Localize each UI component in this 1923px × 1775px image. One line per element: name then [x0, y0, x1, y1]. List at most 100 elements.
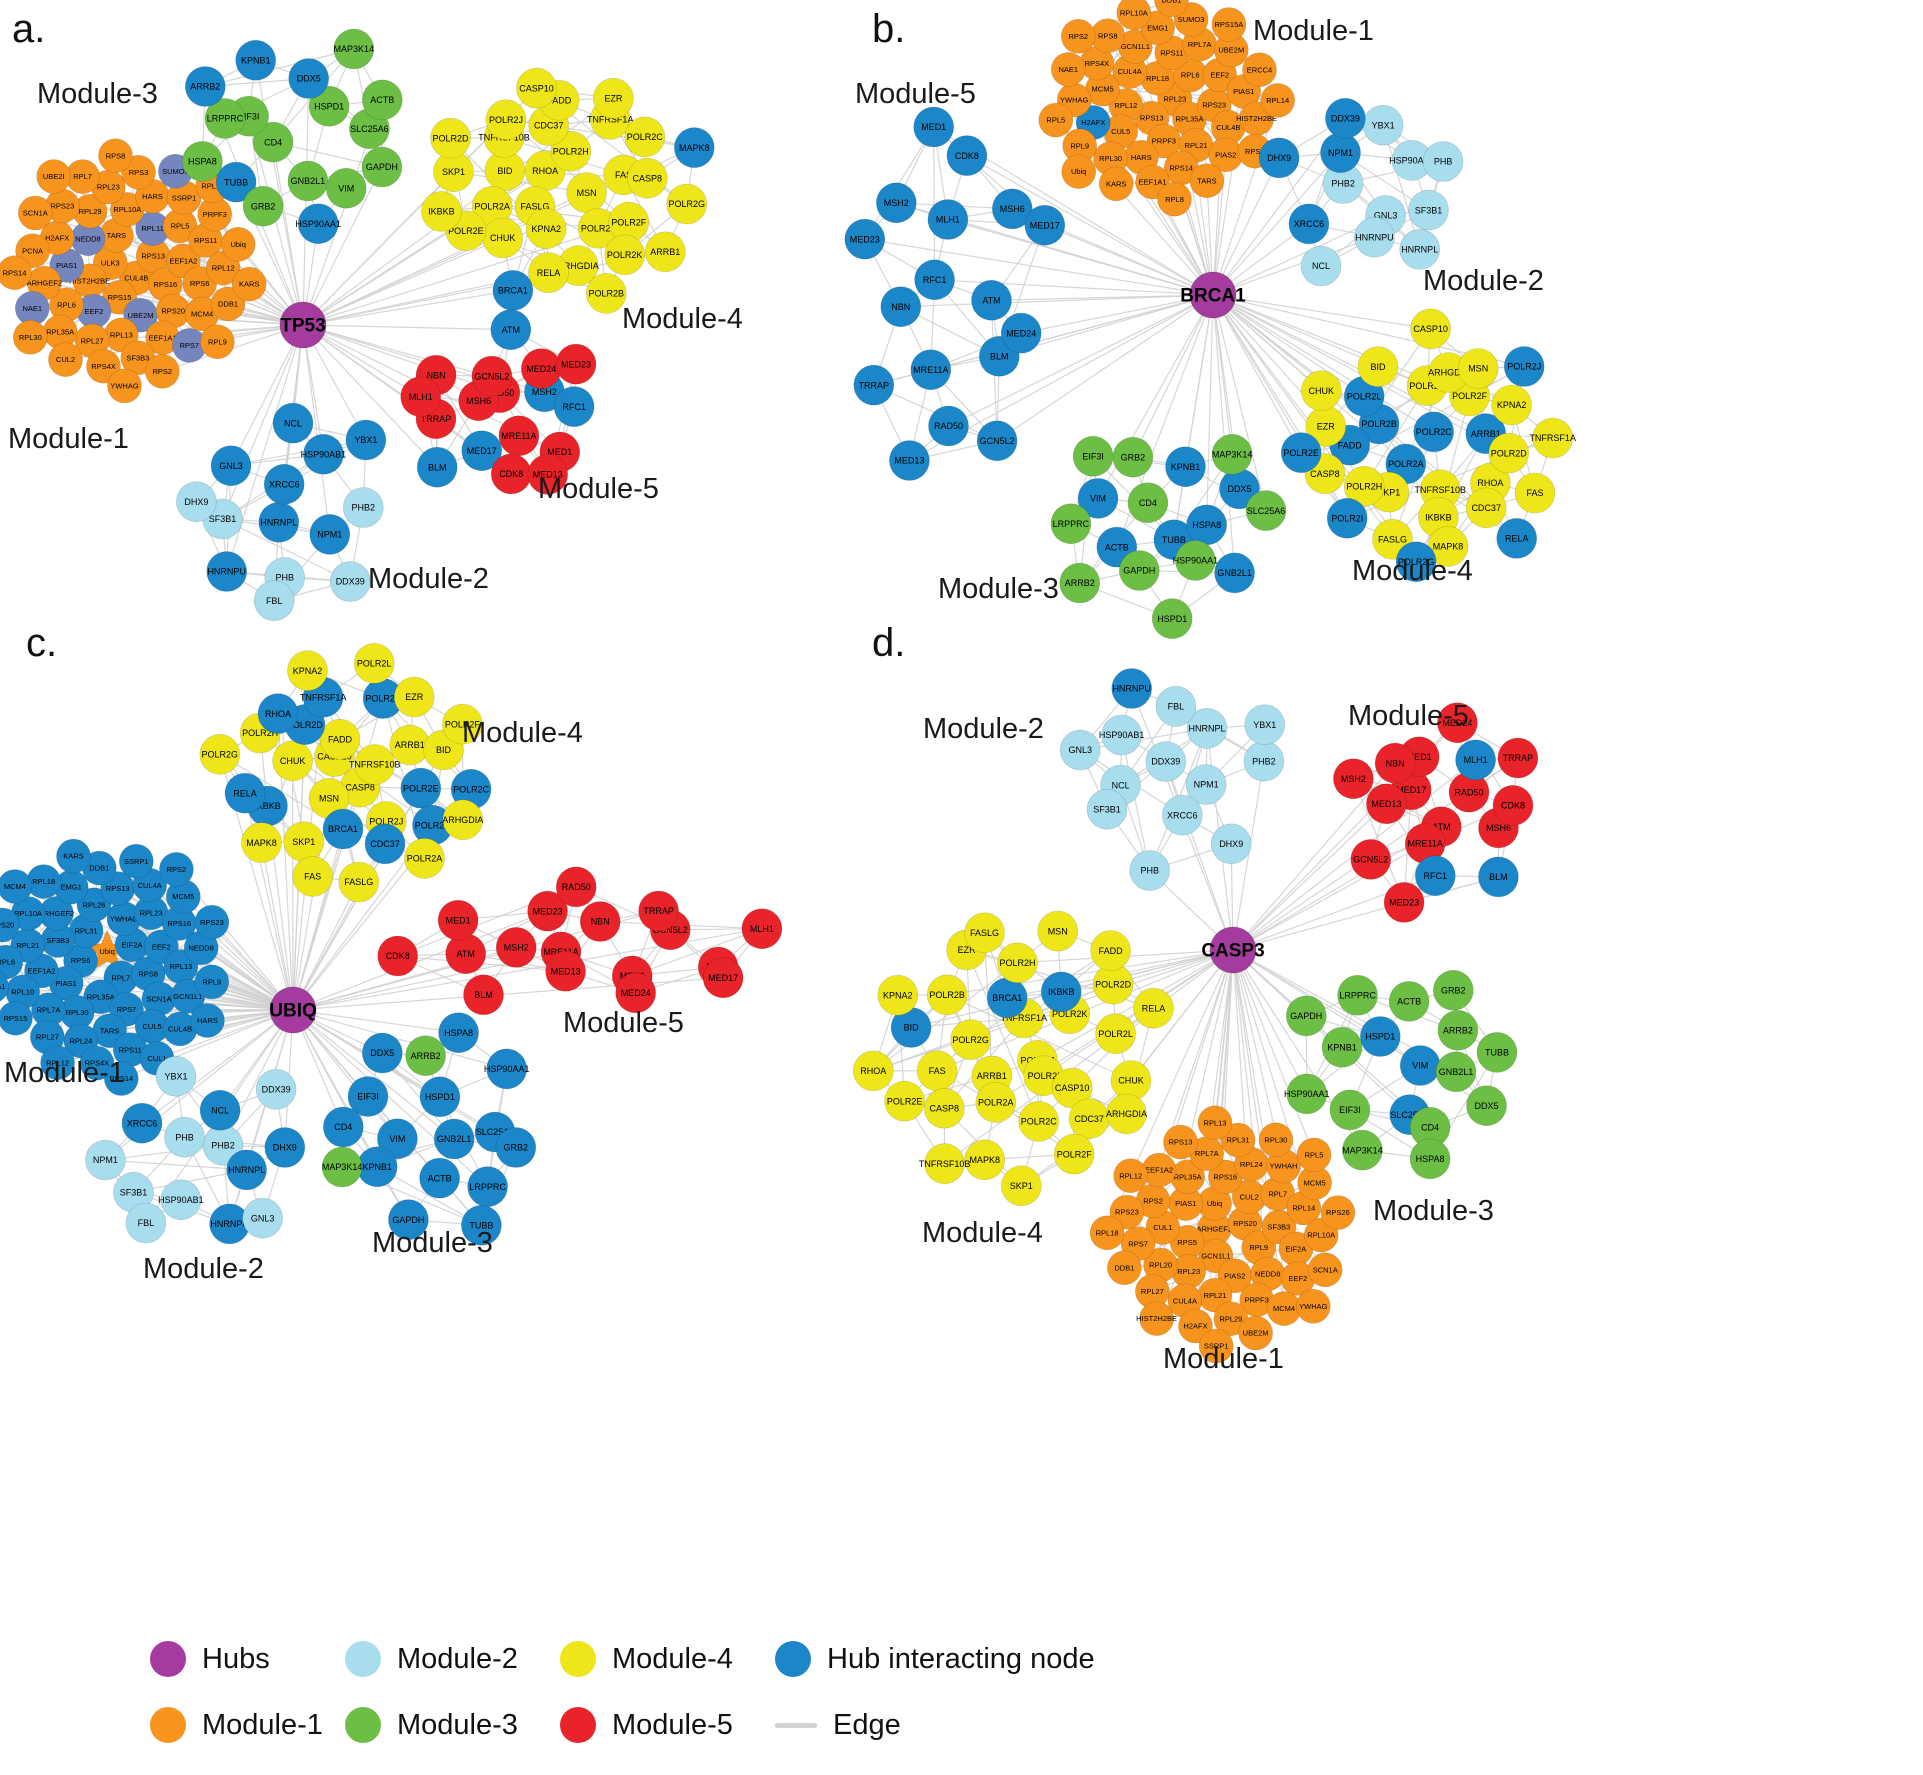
node-RHOA[interactable] [852, 1050, 894, 1092]
node-GCN5L2[interactable] [471, 355, 513, 397]
node-MAP3K14[interactable] [1211, 433, 1253, 475]
node-PHB[interactable] [1422, 141, 1464, 182]
node-RELA[interactable] [1133, 987, 1174, 1029]
node-DDX39[interactable] [1325, 98, 1366, 139]
node-CDC37[interactable] [1465, 487, 1507, 529]
node-CDK8[interactable] [490, 453, 532, 495]
node-POLR2E[interactable] [400, 767, 442, 809]
node-GNB2L1[interactable] [287, 160, 329, 202]
node-SKP1[interactable] [283, 821, 325, 863]
node-HSPA8[interactable] [1186, 504, 1227, 546]
node-HSPD1[interactable] [419, 1076, 461, 1118]
node-NBN[interactable] [880, 286, 922, 328]
node-RPL5[interactable] [1296, 1137, 1332, 1173]
hub-node-TP53[interactable] [279, 301, 327, 349]
node-KPNB1[interactable] [356, 1146, 398, 1188]
node-MED13[interactable] [527, 454, 569, 495]
node-NPM1[interactable] [1185, 764, 1227, 805]
node-KPNB1[interactable] [1165, 446, 1206, 488]
node-KPNA2[interactable] [1491, 384, 1532, 426]
node-HNRNPU[interactable] [206, 551, 247, 592]
node-HSP90AB1[interactable] [1101, 714, 1142, 756]
node-POLR2L[interactable] [1095, 1013, 1136, 1054]
node-MLH1[interactable] [1455, 739, 1496, 781]
node-BRCA1[interactable] [986, 977, 1028, 1019]
node-NPM1[interactable] [1320, 132, 1361, 173]
node-LRPPRC[interactable] [204, 98, 246, 139]
node-DDB1[interactable] [1107, 1250, 1142, 1285]
node-LRPPRC[interactable] [467, 1166, 508, 1207]
node-YBX1[interactable] [345, 419, 387, 461]
node-POLR2F[interactable] [1053, 1133, 1095, 1175]
node-IKBKB[interactable] [1040, 971, 1082, 1013]
node-KARS[interactable] [231, 266, 267, 302]
node-BID[interactable] [1357, 346, 1399, 388]
node-RPL5[interactable] [1038, 102, 1074, 138]
node-MED17[interactable] [461, 430, 503, 472]
node-Ubiq[interactable] [1061, 154, 1096, 189]
node-HSP90AA1[interactable] [1175, 540, 1216, 581]
node-CUL2[interactable] [48, 342, 83, 377]
node-TUBB[interactable] [215, 161, 257, 203]
node-SCN1A[interactable] [1307, 1252, 1343, 1288]
node-POLR2C[interactable] [624, 116, 666, 158]
node-RPS8[interactable] [1090, 18, 1126, 54]
node-POLR2J[interactable] [485, 99, 527, 140]
node-FADD[interactable] [319, 718, 361, 760]
node-TRRAP[interactable] [853, 364, 895, 406]
node-MLH1[interactable] [927, 199, 969, 240]
node-RPS4X[interactable] [79, 1045, 115, 1081]
node-HSP90AB1[interactable] [160, 1179, 202, 1220]
node-RAD50[interactable] [555, 866, 597, 908]
node-CDC37[interactable] [364, 823, 406, 865]
node-MAPK8[interactable] [241, 822, 282, 863]
node-MSN[interactable] [566, 172, 607, 213]
node-FAS[interactable] [292, 856, 333, 897]
node-RPS15[interactable] [0, 1000, 33, 1036]
node-SKP1[interactable] [1000, 1165, 1042, 1207]
node-BLM[interactable] [416, 446, 458, 488]
node-FASLG[interactable] [964, 912, 1005, 954]
node-LRPPRC[interactable] [1337, 974, 1378, 1016]
node-SSRP1[interactable] [1198, 1328, 1234, 1364]
node-MED17[interactable] [702, 957, 744, 999]
node-YBX1[interactable] [1362, 104, 1404, 146]
node-NCL[interactable] [272, 402, 314, 444]
node-MCM4[interactable] [1266, 1291, 1302, 1326]
node-POLR2A[interactable] [404, 838, 445, 879]
node-MAP3K14[interactable] [1342, 1129, 1383, 1171]
node-DHX9[interactable] [1210, 823, 1252, 865]
node-FBL[interactable] [253, 580, 295, 621]
node-POLR2C[interactable] [1413, 411, 1454, 453]
node-RPS23[interactable] [194, 904, 230, 940]
node-EZR[interactable] [593, 78, 634, 119]
node-SF3B1[interactable] [1408, 189, 1449, 231]
node-TNFRSF10B[interactable] [924, 1143, 965, 1184]
node-HNRNPL[interactable] [226, 1149, 267, 1191]
node-XRCC6[interactable] [263, 463, 305, 505]
node-MED23[interactable] [1383, 882, 1425, 923]
node-MRE11A[interactable] [498, 415, 540, 457]
node-ARRB1[interactable] [644, 231, 686, 273]
node-SSRP1[interactable] [119, 843, 154, 879]
node-NPM1[interactable] [309, 514, 351, 555]
hub-node-CASP3[interactable] [1209, 926, 1257, 974]
node-KPNB1[interactable] [1321, 1027, 1363, 1068]
node-CD4[interactable] [322, 1106, 364, 1148]
node-EEF1A1[interactable] [0, 969, 9, 1003]
node-POLR2I[interactable] [1326, 497, 1368, 539]
node-NCL[interactable] [199, 1090, 241, 1131]
node-POLR2G[interactable] [199, 733, 241, 775]
node-ACTB[interactable] [1388, 981, 1430, 1022]
node-YBX1[interactable] [1244, 704, 1285, 746]
node-RPS2[interactable] [159, 852, 194, 887]
node-ARRB2[interactable] [1437, 1010, 1479, 1051]
node-ACTB[interactable] [419, 1157, 460, 1199]
node-RPL12[interactable] [40, 1045, 75, 1080]
node-VIM[interactable] [325, 168, 367, 209]
node-HSPD1[interactable] [1360, 1016, 1401, 1057]
node-RPL8[interactable] [1157, 181, 1192, 217]
node-PHB[interactable] [1129, 850, 1170, 891]
node-TNFRSF10B[interactable] [354, 744, 396, 785]
node-FBL[interactable] [125, 1202, 167, 1244]
